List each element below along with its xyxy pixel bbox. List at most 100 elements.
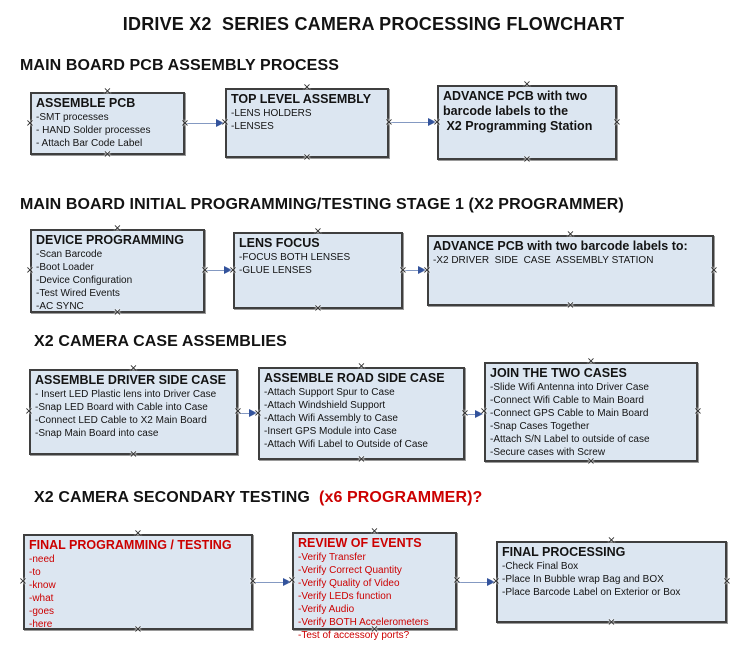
box-item: -here — [29, 619, 53, 630]
arrow-head-icon — [487, 577, 495, 586]
arrow-head-icon — [216, 118, 224, 127]
flow-arrow — [206, 265, 232, 275]
flow-arrow — [458, 577, 495, 587]
flow-box-advance-pcb-with-two-barcode-lab: ADVANCE PCB with two barcode labels to t… — [437, 85, 617, 160]
box-item: -to — [29, 567, 41, 578]
box-title: REVIEW OF EVENTS — [298, 536, 422, 550]
box-item: - Attach Bar Code Label — [36, 138, 143, 149]
box-item: -Verify Audio — [298, 604, 355, 615]
box-item: -X2 DRIVER SIDE CASE ASSEMBLY STATION — [433, 255, 654, 266]
box-item: -Test of accessory ports? — [298, 630, 410, 641]
box-title: FINAL PROCESSING — [502, 545, 626, 559]
box-item: -Verify Quality of Video — [298, 578, 400, 589]
box-item: -Verify Transfer — [298, 552, 366, 563]
arrow-line — [206, 269, 226, 271]
flow-box-lens-focus: LENS FOCUS -FOCUS BOTH LENSES -GLUE LENSES — [233, 232, 403, 309]
flow-box-device-programming: DEVICE PROGRAMMING -Scan Barcode -Boot Loa… — [30, 229, 205, 313]
box-item: -Snap Cases Together — [490, 421, 590, 432]
section-heading-text: MAIN BOARD INITIAL PROGRAMMING/TESTING S… — [20, 196, 624, 213]
box-item: -need — [29, 554, 55, 565]
arrow-head-icon — [418, 265, 426, 274]
box-item: -Connect LED Cable to X2 Main Board — [35, 415, 207, 426]
flow-box-advance-pcb-with-two-barcode-lab: ADVANCE PCB with two barcode labels to: -… — [427, 235, 714, 306]
box-item: -AC SYNC — [36, 301, 84, 312]
box-item: -Scan Barcode — [36, 249, 103, 260]
box-item: -LENSES — [231, 121, 274, 132]
flow-arrow — [404, 265, 426, 275]
box-item: -Attach Wifi Assembly to Case — [264, 413, 398, 424]
flow-box-top-level-assembly: TOP LEVEL ASSEMBLY-LENS HOLDERS-LENSES — [225, 88, 389, 158]
flowchart-title: IDRIVE X2 SERIES CAMERA PROCESSING FLOWC… — [122, 14, 625, 34]
box-item: -Check Final Box — [502, 561, 579, 572]
box-item: -know — [29, 580, 56, 591]
arrow-line — [186, 122, 218, 124]
section-heading-main-board-pcb-assembly-process: MAIN BOARD PCB ASSEMBLY PROCESS — [20, 57, 339, 75]
arrow-line — [254, 581, 285, 583]
section-heading-text: MAIN BOARD PCB ASSEMBLY PROCESS — [20, 57, 339, 74]
box-item: -Snap Main Board into case — [35, 428, 159, 439]
box-item: -LENS HOLDERS — [231, 108, 312, 119]
arrow-head-icon — [283, 577, 291, 586]
flow-box-assemble-driver-side-case: ASSEMBLE DRIVER SIDE CASE - Insert LED Pl… — [29, 369, 238, 455]
box-item: -Boot Loader — [36, 262, 94, 273]
arrow-head-icon — [249, 408, 257, 417]
box-item: -GLUE LENSES — [239, 265, 312, 276]
flow-box-final-programming-testing: FINAL PROGRAMMING / TESTING -need -to -know… — [23, 534, 253, 630]
box-item: -Verify Correct Quantity — [298, 565, 402, 576]
arrow-head-icon — [475, 409, 483, 418]
box-item: -what — [29, 593, 54, 604]
box-item: -Slide Wifi Antenna into Driver Case — [490, 382, 649, 393]
box-title: FINAL PROGRAMMING / TESTING — [29, 538, 232, 552]
arrow-head-icon — [224, 265, 232, 274]
flow-arrow — [390, 117, 436, 127]
flow-arrow — [254, 577, 291, 587]
box-title: ASSEMBLE ROAD SIDE CASE — [264, 371, 445, 385]
arrow-head-icon — [428, 117, 436, 126]
box-item: -Secure cases with Screw — [490, 447, 606, 458]
section-heading-text: X2 CAMERA SECONDARY TESTING — [34, 489, 320, 506]
box-item: -SMT processes — [36, 112, 109, 123]
section-heading-x2-camera-secondary-testing: X2 CAMERA SECONDARY TESTING (x6 PROGRAMM… — [34, 489, 482, 507]
box-item: -Connect GPS Cable to Main Board — [490, 408, 649, 419]
box-item: -Connect Wifi Cable to Main Board — [490, 395, 644, 406]
box-item: -Snap LED Board with Cable into Case — [35, 402, 208, 413]
section-heading-text: X2 CAMERA CASE ASSEMBLIES — [34, 333, 287, 350]
arrow-line — [404, 269, 420, 271]
box-item: -Verify LEDs function — [298, 591, 392, 602]
box-title: DEVICE PROGRAMMING — [36, 233, 184, 247]
arrow-line — [239, 412, 251, 414]
box-item: -Attach Windshield Support — [264, 400, 386, 411]
box-item: -Verify BOTH Accelerometers — [298, 617, 429, 628]
box-item: -Attach Support Spur to Case — [264, 387, 395, 398]
box-item: - Insert LED Plastic lens into Driver Ca… — [35, 389, 217, 400]
box-item: -goes — [29, 606, 55, 617]
flow-box-join-the-two-cases: JOIN THE TWO CASES -Slide Wifi Antenna in… — [484, 362, 698, 462]
arrow-line — [390, 121, 430, 123]
section-heading-x2-camera-case-assemblies: X2 CAMERA CASE ASSEMBLIES — [34, 333, 287, 351]
arrow-line — [458, 581, 489, 583]
box-item: -Place Barcode Label on Exterior or Box — [502, 587, 681, 598]
box-title: JOIN THE TWO CASES — [490, 366, 627, 380]
box-item: -Attach Wifi Label to Outside of Case — [264, 439, 428, 450]
flow-box-final-processing: FINAL PROCESSING -Check Final Box -Place I… — [496, 541, 727, 623]
box-title: ADVANCE PCB with two barcode labels to: — [433, 239, 688, 253]
box-title: LENS FOCUS — [239, 236, 320, 250]
flow-arrow — [186, 118, 224, 128]
box-title: ASSEMBLE PCB — [36, 96, 136, 110]
flow-box-assemble-pcb: ASSEMBLE PCB -SMT processes - HAND Solder … — [30, 92, 185, 155]
section-heading-red-text: (x6 PROGRAMMER)? — [319, 489, 483, 506]
flow-box-assemble-road-side-case: ASSEMBLE ROAD SIDE CASE -Attach Support S… — [258, 367, 465, 460]
box-title: ASSEMBLE DRIVER SIDE CASE — [35, 373, 227, 387]
flow-box-review-of-events: REVIEW OF EVENTS -Verify Transfer -Verify … — [292, 532, 457, 641]
box-item: -Place In Bubble wrap Bag and BOX — [502, 574, 664, 585]
section-heading-main-board-initial-programming-t: MAIN BOARD INITIAL PROGRAMMING/TESTING S… — [20, 196, 624, 214]
arrow-line — [466, 413, 477, 415]
box-item: - HAND Solder processes — [36, 125, 151, 136]
box-item: -Insert GPS Module into Case — [264, 426, 397, 437]
box-item: -FOCUS BOTH LENSES — [239, 252, 351, 263]
box-item: -Attach S/N Label to outside of case — [490, 434, 650, 445]
box-item: -Device Configuration — [36, 275, 133, 286]
flow-arrow — [466, 409, 483, 419]
box-item: -Test Wired Events — [36, 288, 120, 299]
